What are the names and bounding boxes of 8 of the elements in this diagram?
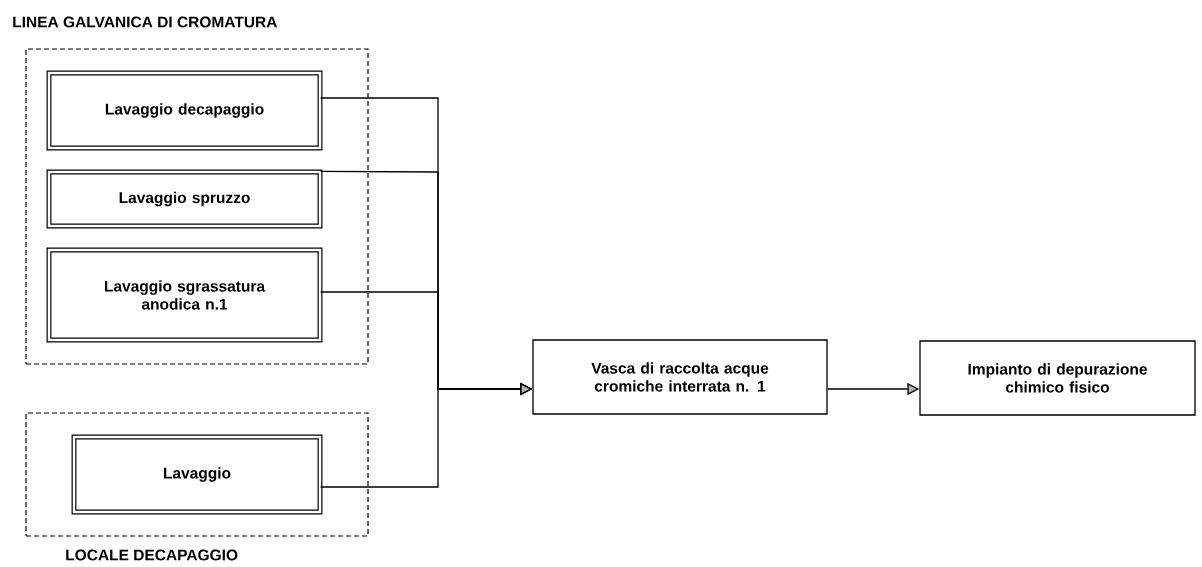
process-box: Lavaggio decapaggio: [46, 70, 323, 151]
process-box: Lavaggio spruzzo: [46, 169, 323, 229]
group-heading: LINEA GALVANICA DI CROMATURA: [13, 16, 277, 28]
group-heading: LOCALE DECAPAGGIO: [66, 549, 238, 561]
process-box: Lavaggio sgrassatura anodica n.1: [46, 247, 323, 343]
process-box: Vasca di raccolta acque cromiche interrata n. 1: [532, 339, 828, 415]
process-box: Lavaggio: [71, 434, 323, 515]
process-box: Impianto di depurazione chimico fisico: [919, 340, 1196, 416]
